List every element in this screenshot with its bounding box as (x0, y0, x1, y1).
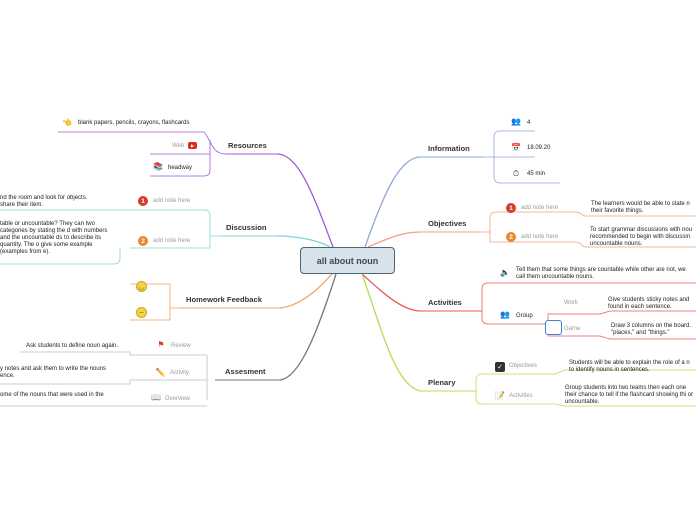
neutral-face-icon: – (136, 307, 147, 318)
resources-topic[interactable]: Resources (228, 141, 267, 150)
information-date[interactable]: 18.09.20 (527, 145, 551, 151)
discussion-connectors (0, 209, 331, 265)
books-icon: 📚 (153, 162, 163, 171)
flag-icon: ⚑ (157, 340, 165, 349)
plenary-topic[interactable]: Plenary (428, 378, 456, 387)
assessment-activity-text[interactable]: y notes and ask them to write the nouns … (0, 366, 107, 379)
plenary-objectives-text[interactable]: Students will be able to explain the rol… (569, 360, 690, 373)
objectives-text-2[interactable]: To start grammar discussions with nou re… (590, 227, 693, 247)
discussion-note-1[interactable]: add note here (153, 198, 191, 204)
resources-connectors (58, 131, 334, 248)
plenary-activities-text[interactable]: Group students into two teams then each … (565, 385, 694, 405)
resource-item-papers[interactable]: blank papers, pencils, crayons, flashcar… (78, 120, 190, 126)
central-topic[interactable]: all about noun (300, 247, 395, 274)
youtube-icon[interactable]: ▶ (188, 142, 197, 149)
calendar-icon: 📅 (511, 142, 521, 152)
homework-topic[interactable]: Homework Feedback (186, 295, 262, 304)
assessment-topic[interactable]: Assesment (225, 367, 266, 376)
speaker-icon: 🔈 (500, 268, 510, 277)
activities-topic[interactable]: Activities (428, 298, 462, 307)
plenary-objectives-label[interactable]: Objectives (509, 363, 538, 369)
clock-icon: ⏱ (512, 168, 520, 178)
pencil-icon: ✏️ (155, 368, 166, 377)
objectives-connectors (367, 211, 696, 248)
assessment-activity-label[interactable]: Activity (170, 370, 190, 376)
plenary-connectors (361, 273, 696, 407)
book-icon: 📖 (151, 393, 161, 402)
homework-connectors (130, 273, 333, 321)
priority-2-icon: 2 (506, 232, 516, 242)
activities-intro-text[interactable]: Tell them that some things are countable… (516, 267, 686, 280)
activities-group-label[interactable]: Group (516, 313, 533, 319)
activities-work-label[interactable]: Work (564, 300, 578, 306)
assessment-connectors (0, 273, 337, 407)
happy-face-icon: ◡ (136, 281, 147, 292)
information-count[interactable]: 4 (527, 120, 531, 126)
activities-game-text[interactable]: Draw 3 columns on the board. "places," a… (611, 323, 692, 336)
objectives-topic[interactable]: Objectives (428, 219, 467, 228)
game-checkbox[interactable] (545, 320, 562, 335)
discussion-text-2[interactable]: table or uncountable? They can two categ… (0, 221, 108, 255)
activities-work-text[interactable]: Give students sticky notes and found in … (608, 297, 690, 310)
information-connectors (364, 130, 560, 248)
objectives-text-1[interactable]: The learners would be able to state n th… (591, 201, 690, 214)
priority-2-icon: 2 (138, 236, 148, 246)
assessment-overview-label[interactable]: Overview (165, 396, 191, 402)
people-icon: 👥 (511, 116, 521, 126)
discussion-note-2[interactable]: add note here (153, 238, 191, 244)
assessment-review-text[interactable]: Ask students to define noun again. (26, 343, 119, 349)
objectives-note-2[interactable]: add note here (521, 234, 559, 240)
assessment-overview-text[interactable]: ome of the nouns that were used in the (0, 392, 104, 398)
information-duration[interactable]: 45 min (527, 171, 546, 177)
group-icon: 👥 (500, 310, 510, 319)
priority-1-icon: 1 (506, 203, 516, 213)
pointing-hand-icon: 👈 (62, 118, 72, 127)
activities-game-label[interactable]: Game (564, 326, 581, 332)
resource-item-headway[interactable]: headway (168, 165, 193, 171)
discussion-text-1[interactable]: nd the room and look for objects. share … (0, 195, 100, 209)
priority-1-icon: 1 (138, 196, 148, 206)
notepad-icon: 📝 (495, 391, 505, 400)
discussion-text-1-value: nd the room and look for objects. share … (0, 195, 88, 208)
resource-item-web-label[interactable]: Web (172, 143, 185, 149)
discussion-topic[interactable]: Discussion (226, 223, 267, 232)
information-topic[interactable]: Information (428, 144, 470, 153)
plenary-activities-label[interactable]: Activities (509, 393, 533, 399)
assessment-review-label[interactable]: Review (171, 343, 191, 349)
checkbox-checked-icon: ✓ (495, 362, 505, 372)
objectives-note-1[interactable]: add note here (521, 205, 559, 211)
